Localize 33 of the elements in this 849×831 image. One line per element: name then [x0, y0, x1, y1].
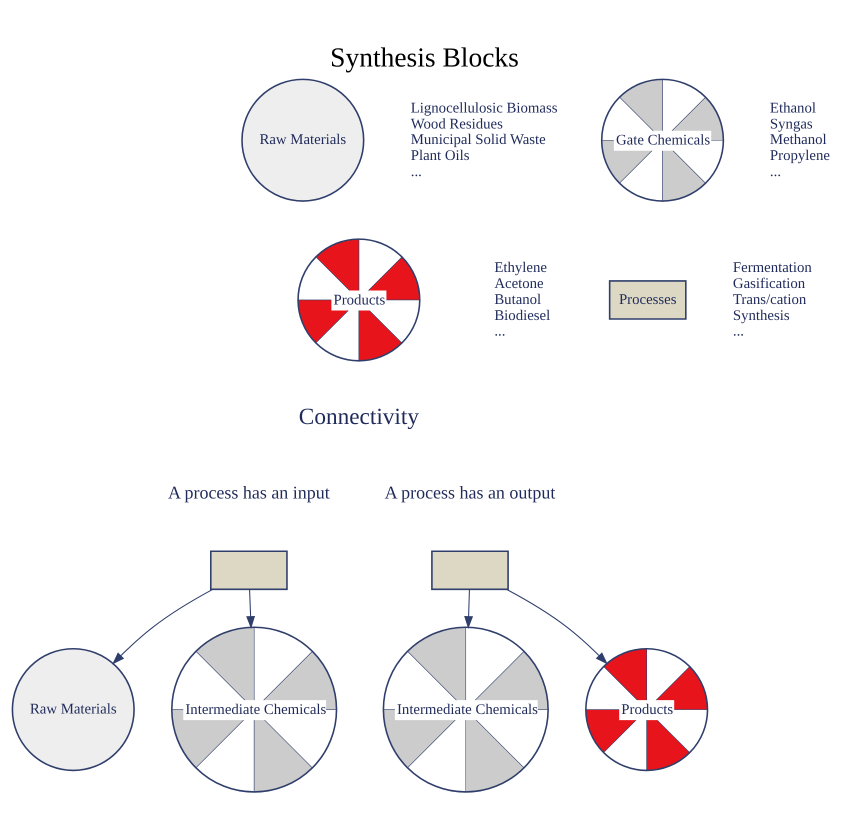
node-label: ... [732, 323, 744, 340]
node-label: ... [770, 163, 782, 180]
node-label: Acetone [494, 276, 544, 292]
node-label: ... [494, 323, 506, 340]
diagram-title: Synthesis Blocks [330, 40, 519, 72]
node-circle: Raw Materials [241, 78, 364, 202]
node-label: Propylene [770, 147, 830, 164]
label: A process has an output [384, 482, 556, 502]
node-label: Municipal Solid Waste [410, 132, 546, 148]
node-label: Ethanol [770, 100, 816, 116]
node-label: Lignocellulosic Biomass [410, 100, 558, 116]
arrow [246, 589, 256, 628]
arrow [464, 589, 474, 628]
node-label: Plant Oils [410, 147, 470, 164]
node-label: Wood Residues [410, 116, 503, 132]
node-label: Butanol [494, 291, 542, 308]
node-label: Trans/cation [732, 291, 806, 308]
node-label: Syngas [770, 116, 813, 132]
label: A process has an input [168, 482, 330, 502]
node-label: Fermentation [732, 260, 812, 276]
node-label: Gasification [732, 276, 806, 292]
node-label: Ethylene [494, 260, 547, 276]
label: Connectivity [298, 403, 420, 430]
node-label: Biodiesel [494, 307, 550, 324]
node-circle: Raw Materials [12, 647, 135, 771]
node-box: Processes [608, 280, 687, 320]
node-label: Synthesis [732, 307, 790, 324]
node-box [210, 550, 288, 590]
arrow [506, 588, 608, 664]
arrow [112, 588, 213, 664]
node-label: Methanol [770, 132, 827, 148]
node-label: ... [410, 163, 422, 180]
node-box [431, 550, 509, 590]
